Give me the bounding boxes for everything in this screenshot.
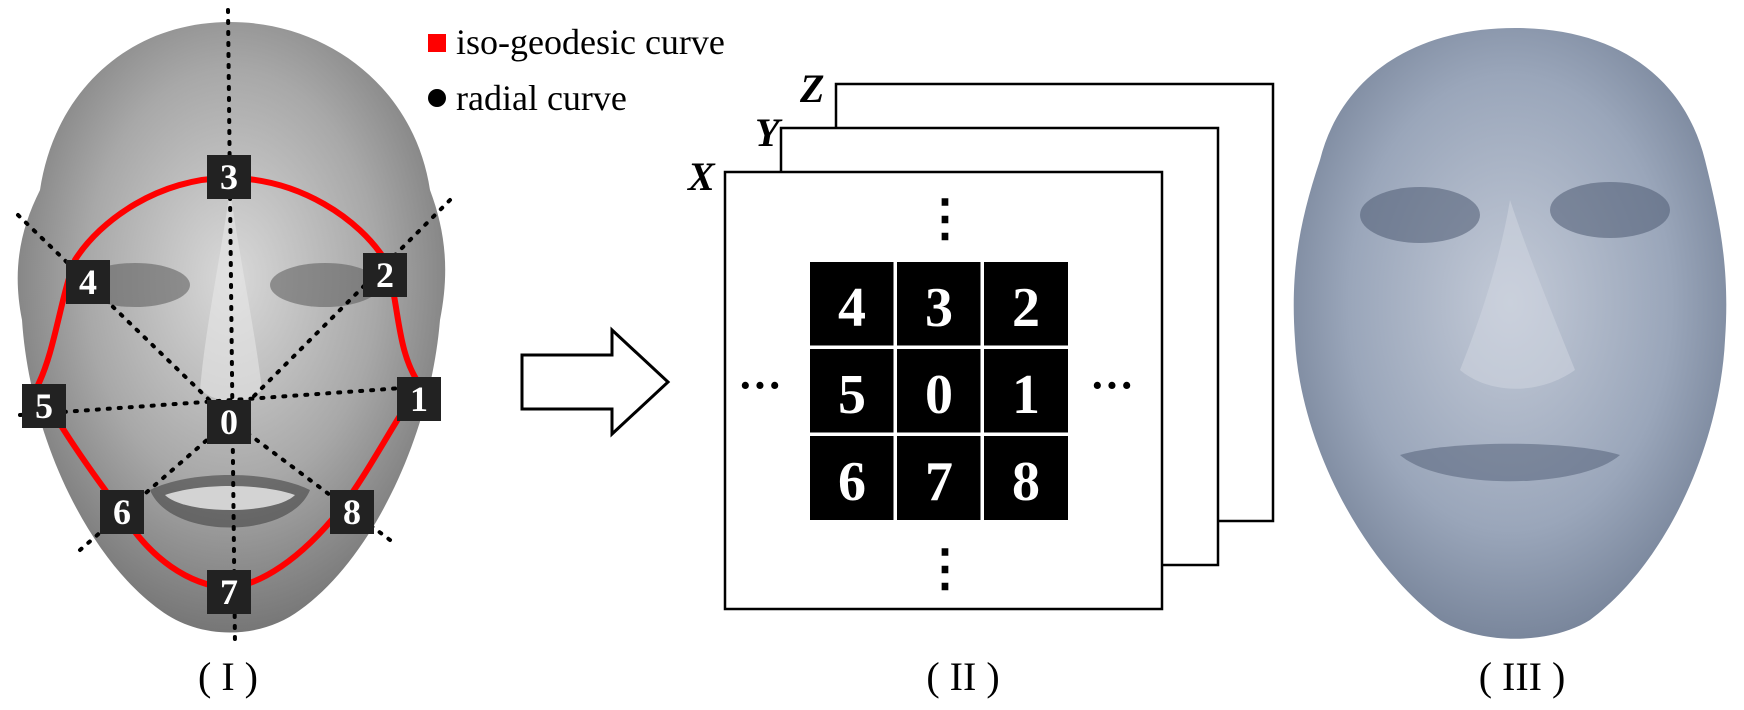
face-marker-label: 3	[220, 157, 238, 197]
channel-x-label: X	[686, 154, 716, 199]
face-marker-6: 6	[100, 490, 144, 534]
top-ellipsis: ⋮	[920, 190, 970, 246]
iso-legend-swatch	[428, 34, 446, 52]
right-ellipsis: ···	[1090, 361, 1134, 410]
channel-y-label: Y	[755, 110, 783, 155]
grid-cell-label: 5	[838, 364, 866, 426]
grid-cell: 5	[810, 349, 894, 433]
panel-channel-stack: Z Y X ⋮ ⋮ ··· ··· 4 3 2 5	[686, 66, 1275, 611]
radial-legend-dot	[428, 89, 446, 107]
grid-cell-label: 8	[1012, 451, 1040, 513]
face-marker-label: 1	[410, 379, 428, 419]
legend: iso-geodesic curve radial curve	[428, 22, 725, 118]
face-marker-2: 2	[363, 253, 407, 297]
grid-cell: 8	[984, 436, 1068, 520]
blue-mouth	[1400, 443, 1620, 482]
face-marker-label: 2	[376, 255, 394, 295]
radial-curve-upper-right	[228, 198, 452, 422]
grid-cell: 0	[897, 349, 981, 433]
grid-cell-label: 0	[925, 364, 953, 426]
face-markers: 0 1 2 3 4 5 6	[22, 155, 441, 614]
grid-cell: 2	[984, 262, 1068, 346]
bottom-ellipsis: ⋮	[920, 540, 970, 596]
right-arrow	[520, 326, 671, 438]
grid-cell: 6	[810, 436, 894, 520]
face-marker-0: 0	[207, 400, 251, 444]
face-marker-5: 5	[22, 384, 66, 428]
grid-cell-label: 4	[838, 277, 866, 339]
blue-left-eye-shadow	[1360, 187, 1480, 243]
grid-cell: 3	[897, 262, 981, 346]
blue-right-eye-shadow	[1550, 182, 1670, 238]
channel-z-label: Z	[799, 66, 824, 111]
radial-curve-upper-left	[16, 213, 232, 422]
panel-gray-face: 0 1 2 3 4 5 6	[16, 8, 452, 647]
face-marker-label: 7	[220, 572, 238, 612]
panel-blue-face	[1293, 28, 1727, 639]
face-marker-8: 8	[330, 490, 374, 534]
face-marker-3: 3	[207, 155, 251, 199]
teeth-shape	[165, 486, 295, 510]
grid-cell: 4	[810, 262, 894, 346]
grid-cell: 7	[897, 436, 981, 520]
grid-cell-label: 6	[838, 451, 866, 513]
caption-panel-2: ( II )	[926, 654, 999, 699]
grid-cell-label: 7	[925, 451, 953, 513]
face-marker-label: 5	[35, 386, 53, 426]
face-marker-label: 4	[79, 262, 97, 302]
captions: ( I ) ( II ) ( III )	[198, 654, 1565, 699]
face-marker-label: 6	[113, 492, 131, 532]
iso-legend-label: iso-geodesic curve	[456, 22, 725, 62]
radial-curve-horizontal	[18, 383, 447, 417]
radial-legend-label: radial curve	[456, 78, 627, 118]
grid-cell-label: 1	[1012, 364, 1040, 426]
face-marker-7: 7	[207, 570, 251, 614]
radial-curve-vertical	[226, 8, 237, 647]
caption-panel-1: ( I )	[198, 654, 258, 699]
right-eye-shadow	[270, 263, 380, 307]
face-marker-4: 4	[66, 260, 110, 304]
grid-cell-label: 3	[925, 277, 953, 339]
grid-cell: 1	[984, 349, 1068, 433]
grid-cell-label: 2	[1012, 277, 1040, 339]
face-marker-1: 1	[397, 377, 441, 421]
caption-panel-3: ( III )	[1479, 654, 1566, 699]
blue-nose	[1460, 200, 1575, 389]
neighborhood-grid: 4 3 2 5 0 1 6	[810, 262, 1068, 520]
face-marker-label: 8	[343, 492, 361, 532]
left-ellipsis: ···	[738, 361, 782, 410]
grid-separators	[810, 262, 1068, 520]
face-marker-label: 0	[220, 402, 238, 442]
